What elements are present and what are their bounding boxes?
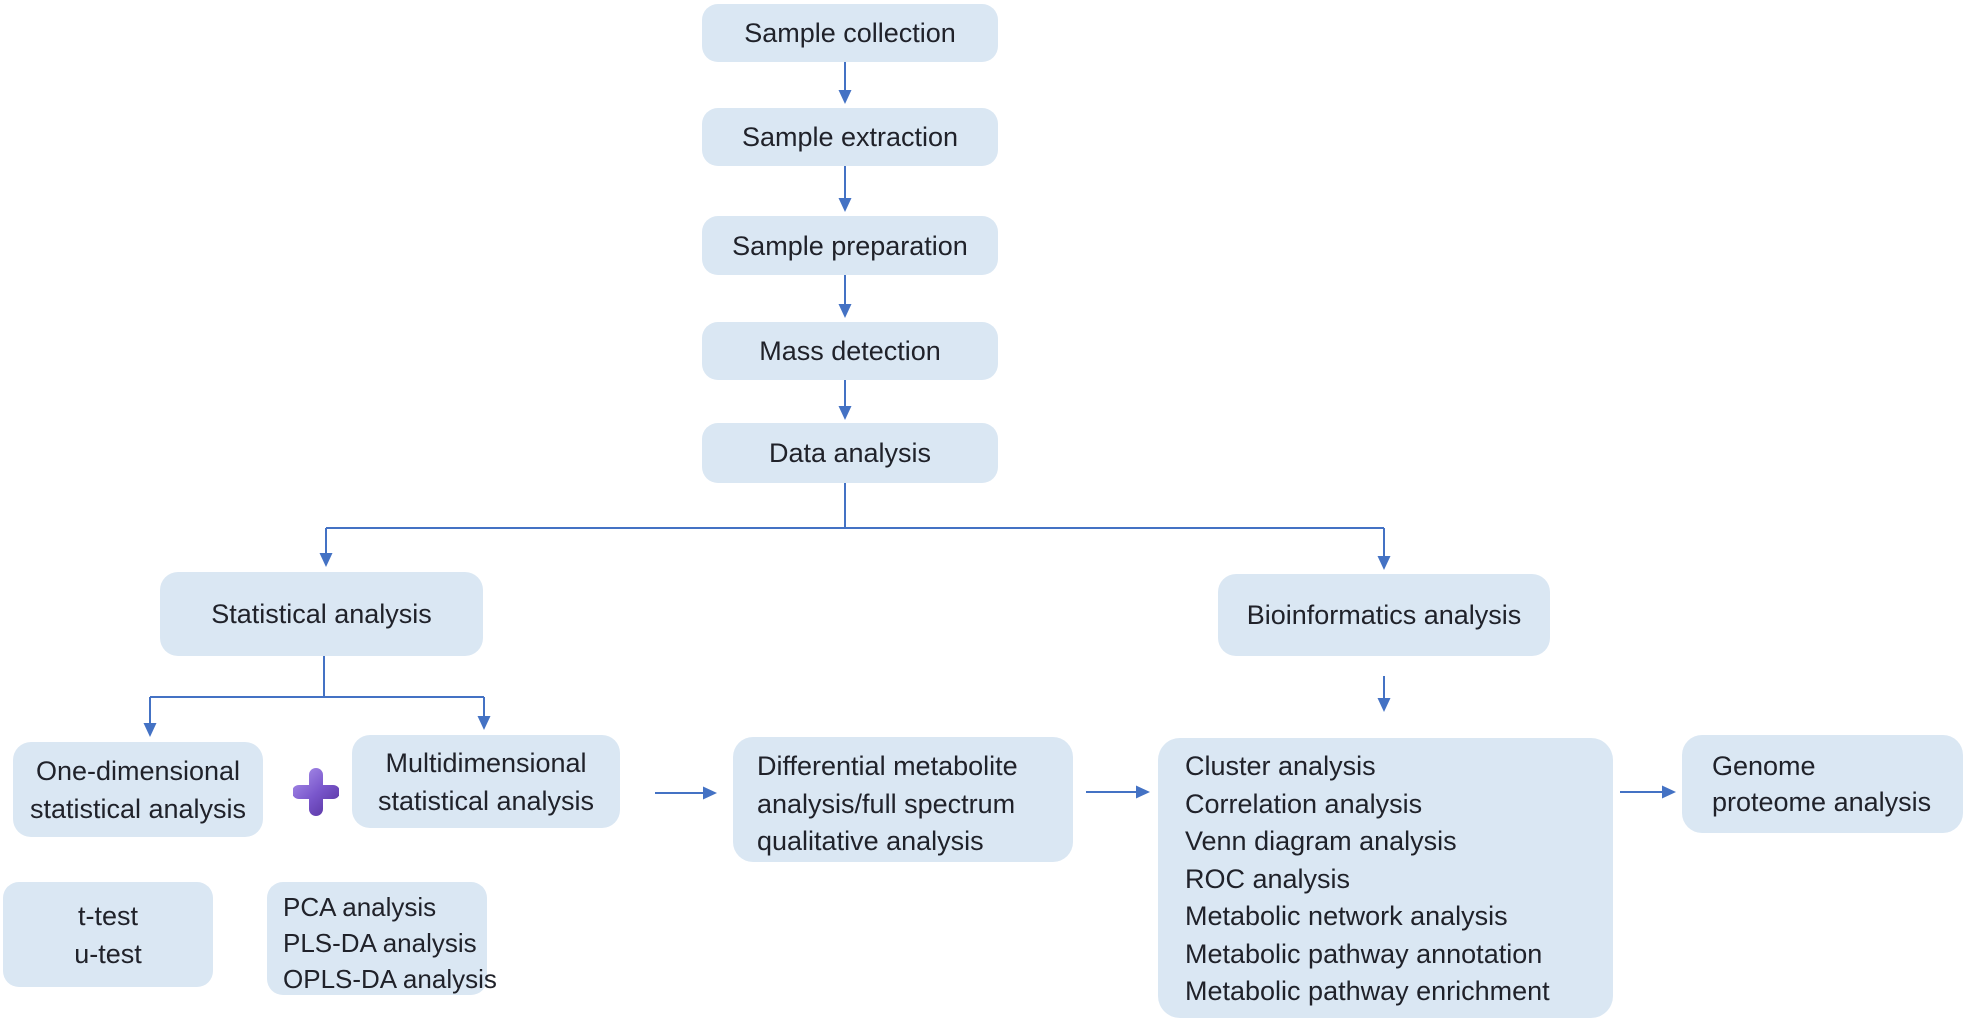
list-item: Cluster analysis (1185, 751, 1376, 781)
list-item: Correlation analysis (1185, 788, 1423, 819)
list-item: Metabolic network analysis (1185, 901, 1508, 931)
node-label-line: Multidimensional (385, 747, 587, 778)
node-one-dimensional-statistical-analysis: One-dimensional statistical analysis (13, 742, 263, 837)
node-t-u-test: t-test u-test (3, 882, 213, 987)
node-mass-detection: Mass detection (702, 322, 998, 380)
list-item: Metabolic pathway enrichment (1185, 976, 1550, 1006)
node-sample-extraction: Sample extraction (702, 108, 998, 166)
node-multidimensional-statistical-analysis: Multidimensional statistical analysis (352, 735, 620, 828)
node-differential-metabolite-analysis: Differential metabolite analysis/full sp… (733, 737, 1073, 862)
node-bioinformatics-methods: Cluster analysis Correlation analysis Ve… (1158, 738, 1613, 1018)
node-label-line: One-dimensional (35, 755, 241, 786)
node-multidimensional-methods: PCA analysis PLS-DA analysis OPLS-DA ana… (267, 882, 497, 995)
plus-icon (293, 768, 339, 816)
node-label-line: statistical analysis (29, 793, 247, 824)
node-label: Statistical analysis (211, 599, 432, 629)
list-item: Venn diagram analysis (1185, 826, 1457, 856)
node-label-line: analysis/full spectrum (757, 788, 1016, 819)
node-label: Sample collection (744, 18, 956, 48)
node-label: Sample preparation (732, 230, 968, 261)
node-label-line: statistical analysis (377, 785, 595, 816)
node-data-analysis: Data analysis (702, 423, 998, 483)
list-item: ROC analysis (1185, 863, 1351, 894)
node-label: Mass detection (759, 336, 941, 366)
list-item: OPLS-DA analysis (283, 964, 497, 994)
node-genome-proteome-analysis: Genome proteome analysis (1682, 735, 1963, 833)
node-label-line: u-test (74, 938, 142, 969)
node-bioinformatics-analysis: Bioinformatics analysis (1218, 574, 1550, 656)
node-sample-collection: Sample collection (702, 4, 998, 62)
node-label: Sample extraction (741, 122, 959, 152)
node-label: Data analysis (768, 438, 932, 468)
node-label-line: t-test (77, 900, 138, 931)
node-sample-preparation: Sample preparation (702, 216, 998, 275)
list-item: Metabolic pathway annotation (1185, 938, 1543, 969)
node-label-line: Differential metabolite (757, 751, 1018, 781)
list-item: PLS-DA analysis (283, 928, 477, 958)
node-label-line: proteome analysis (1712, 787, 1932, 817)
node-label: Bioinformatics analysis (1246, 600, 1522, 630)
node-statistical-analysis: Statistical analysis (160, 572, 483, 656)
node-label-line: Genome (1712, 751, 1816, 781)
list-item: PCA analysis (283, 892, 437, 922)
node-label-line: qualitative analysis (757, 826, 984, 856)
